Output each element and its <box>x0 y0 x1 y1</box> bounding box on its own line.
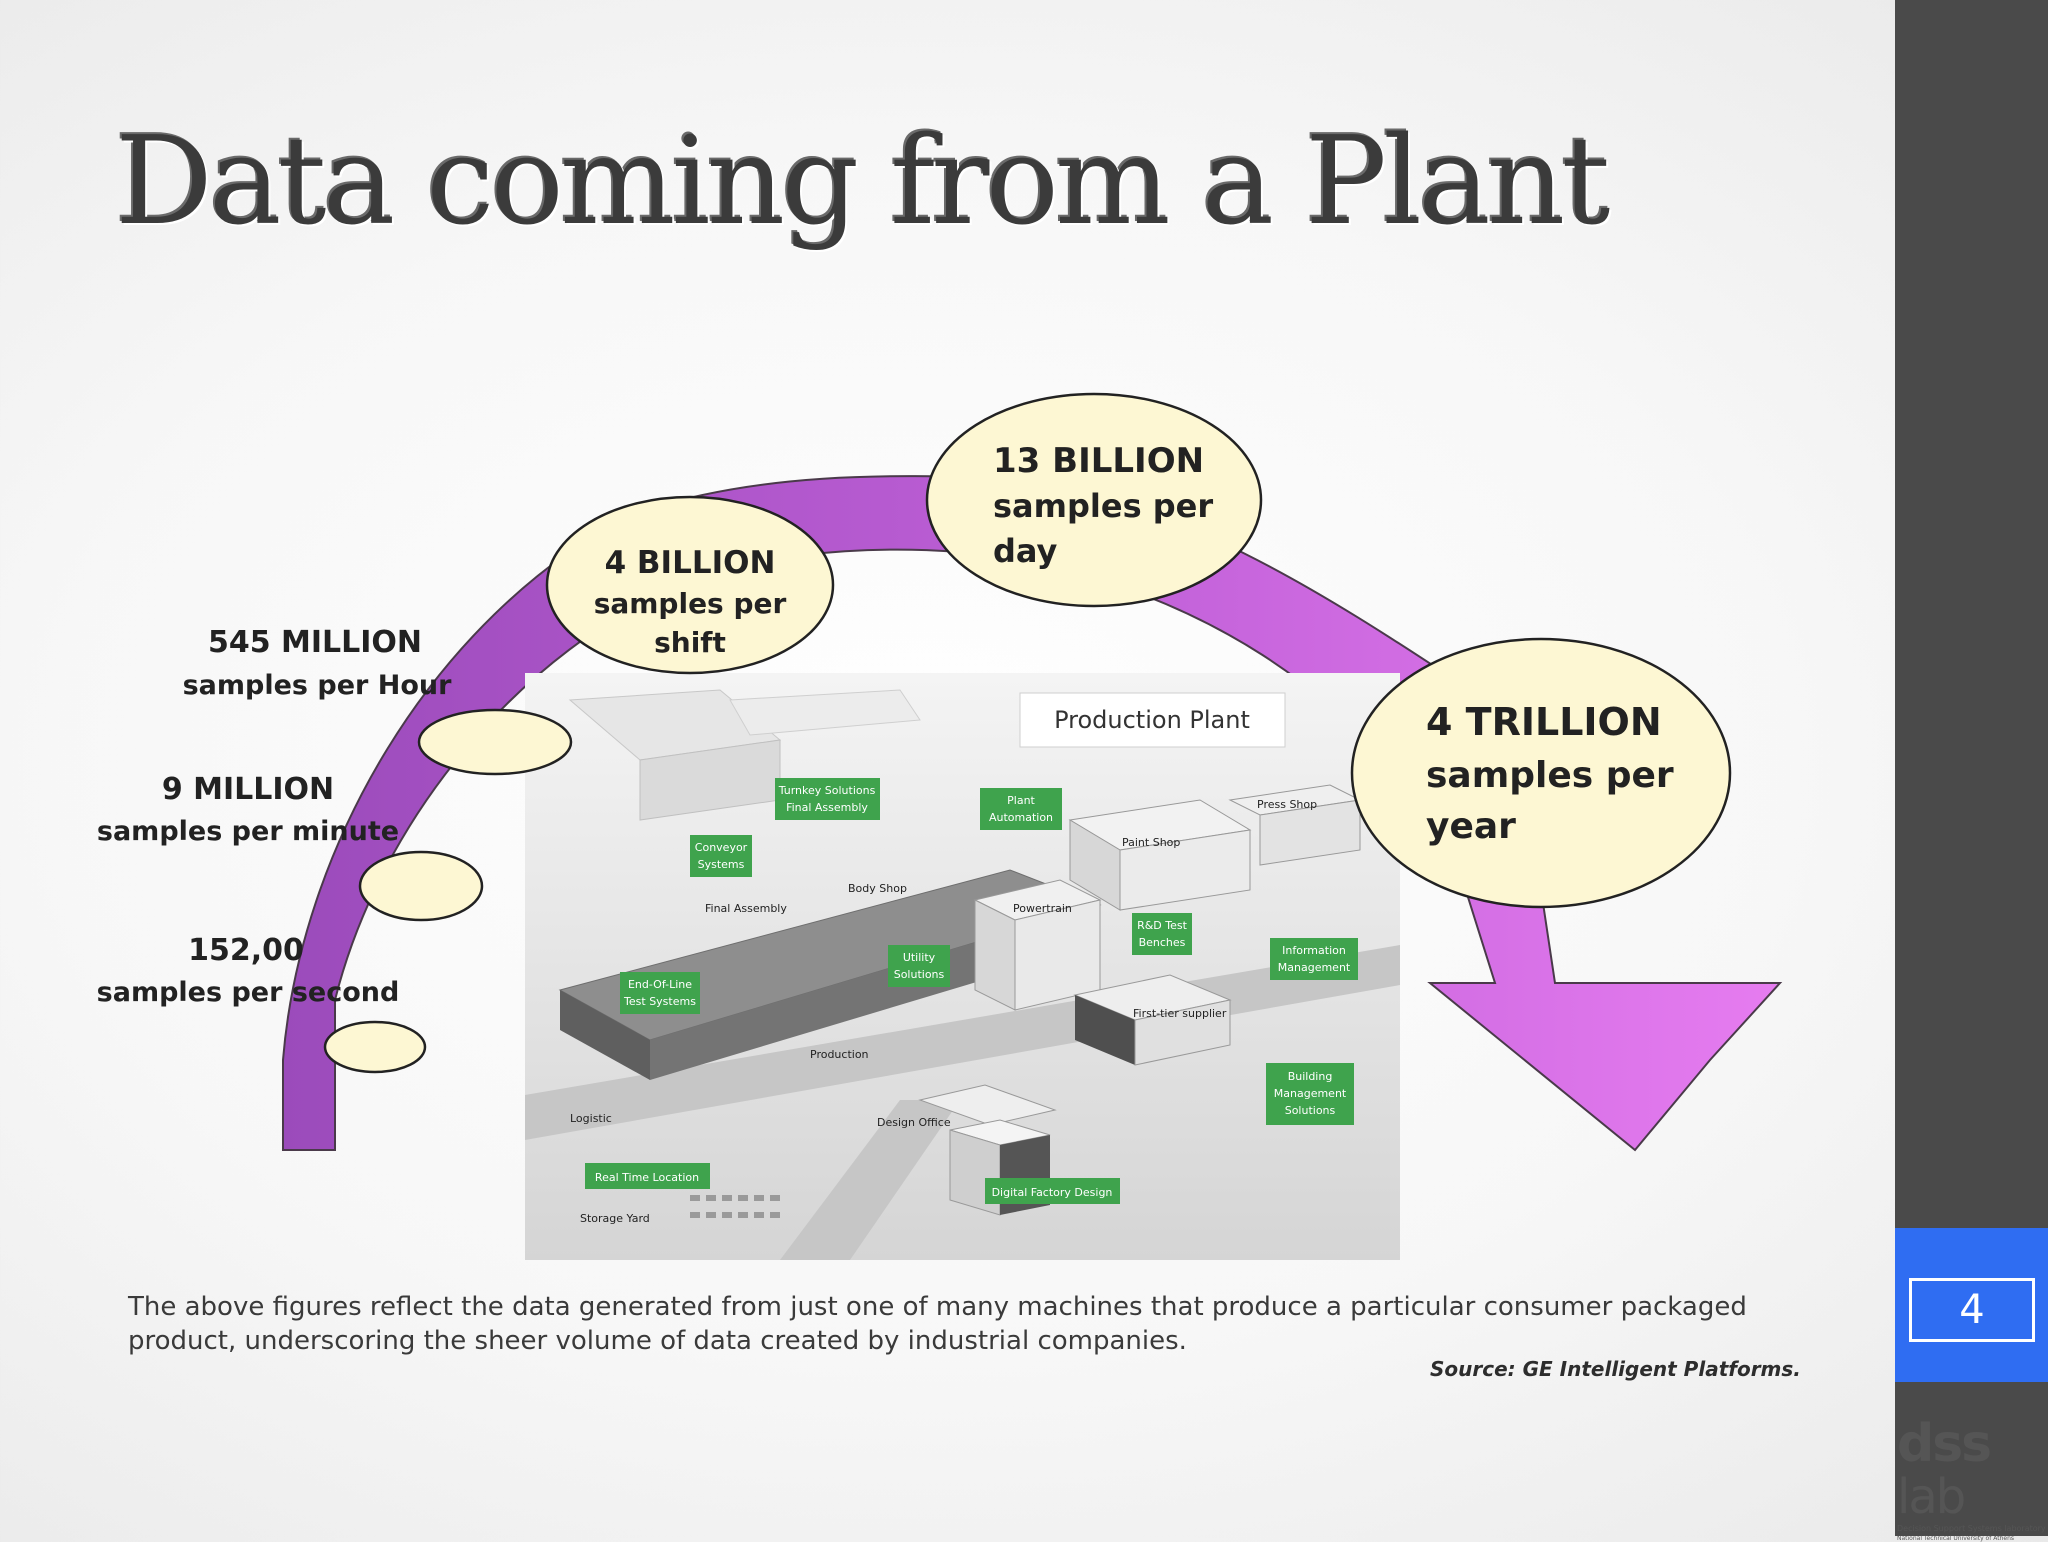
green-label-end-of-line: End-Of-Line Test Systems <box>620 972 700 1014</box>
bubble-second <box>323 1020 427 1074</box>
label-powertrain: Powertrain <box>1013 902 1072 915</box>
second-value: 152,00 <box>188 933 304 968</box>
label-paint-shop: Paint Shop <box>1122 836 1180 849</box>
svg-text:End-Of-Line: End-Of-Line <box>628 978 692 991</box>
day-value: 13 BILLION <box>993 441 1204 481</box>
svg-text:Management: Management <box>1278 961 1351 974</box>
year-value: 4 TRILLION <box>1426 700 1662 744</box>
svg-text:Real Time Location: Real Time Location <box>595 1171 699 1184</box>
bubble-shift <box>545 495 835 675</box>
shift-value: 4 BILLION <box>605 545 776 581</box>
svg-text:Utility: Utility <box>903 951 936 964</box>
year-unit-line2: year <box>1426 806 1516 847</box>
plant-illustration: Production Plant Turnkey Solutions Final… <box>525 673 1400 1260</box>
green-label-plant-automation: Plant Automation <box>980 788 1062 830</box>
logo-university: National Technical University of Athens <box>1897 1535 2015 1542</box>
bubble-day <box>925 392 1263 608</box>
svg-text:Turnkey Solutions: Turnkey Solutions <box>778 784 876 797</box>
page-number: 4 <box>1909 1278 2035 1342</box>
label-design-office: Design Office <box>877 1116 951 1129</box>
svg-text:Conveyor: Conveyor <box>695 841 748 854</box>
label-final-assembly: Final Assembly <box>705 902 787 915</box>
bubble-year <box>1350 637 1732 909</box>
second-unit: samples per second <box>97 977 400 1008</box>
shift-unit-line2: shift <box>654 626 726 659</box>
logo-lab-text: lab <box>1897 1469 1966 1525</box>
green-label-information: Information Management <box>1270 938 1358 980</box>
minute-unit: samples per minute <box>97 816 399 847</box>
logo-dss-text: dss <box>1897 1414 1992 1474</box>
hour-value: 545 MILLION <box>208 625 422 660</box>
svg-text:Systems: Systems <box>698 858 745 871</box>
svg-text:Test Systems: Test Systems <box>623 995 696 1008</box>
label-production: Production <box>810 1048 869 1061</box>
shift-unit-line1: samples per <box>594 587 787 620</box>
svg-text:Information: Information <box>1282 944 1346 957</box>
green-label-real-time-location: Real Time Location <box>585 1163 710 1189</box>
bubble-hour <box>417 708 573 776</box>
svg-text:Automation: Automation <box>989 811 1053 824</box>
figure-caption: The above figures reflect the data gener… <box>128 1292 1747 1356</box>
hour-unit: samples per Hour <box>183 670 453 701</box>
svg-text:Final Assembly: Final Assembly <box>786 801 868 814</box>
data-volume-diagram: Production Plant Turnkey Solutions Final… <box>97 392 1783 1260</box>
label-body-shop: Body Shop <box>848 882 907 895</box>
page-number-box: 4 <box>1895 1228 2048 1382</box>
minute-value: 9 MILLION <box>162 772 334 807</box>
slide-title: Data coming from a Plant <box>115 110 1610 252</box>
source-citation: Source: GE Intelligent Platforms. <box>1430 1357 1801 1381</box>
green-label-utility: Utility Solutions <box>888 945 950 987</box>
svg-text:Solutions: Solutions <box>894 968 945 981</box>
logo-subtitle: Decision Support Systems laboratory <box>1897 1524 2046 1533</box>
label-first-tier-supplier: First-tier supplier <box>1133 1007 1227 1020</box>
dss-lab-logo: dss lab Decision Support Systems laborat… <box>1897 1418 2047 1542</box>
green-label-turnkey: Turnkey Solutions Final Assembly <box>775 778 880 820</box>
svg-text:Solutions: Solutions <box>1285 1104 1336 1117</box>
bubble-minute <box>358 850 484 922</box>
svg-text:R&D Test: R&D Test <box>1137 919 1188 932</box>
day-unit-line1: samples per <box>993 487 1213 525</box>
svg-text:Benches: Benches <box>1139 936 1186 949</box>
green-label-rd-test: R&D Test Benches <box>1132 913 1192 955</box>
year-unit-line1: samples per <box>1426 755 1674 796</box>
label-storage-yard: Storage Yard <box>580 1212 650 1225</box>
day-unit-line2: day <box>993 532 1058 570</box>
svg-text:Digital Factory Design: Digital Factory Design <box>992 1186 1113 1199</box>
plant-title: Production Plant <box>1054 706 1250 734</box>
svg-text:Plant: Plant <box>1007 794 1035 807</box>
label-press-shop: Press Shop <box>1257 798 1317 811</box>
svg-text:Management: Management <box>1274 1087 1347 1100</box>
green-label-building-management: Building Management Solutions <box>1266 1063 1354 1125</box>
label-logistic: Logistic <box>570 1112 612 1125</box>
svg-text:Building: Building <box>1288 1070 1333 1083</box>
green-label-conveyor: Conveyor Systems <box>690 835 752 877</box>
green-label-digital-factory: Digital Factory Design <box>985 1178 1120 1204</box>
